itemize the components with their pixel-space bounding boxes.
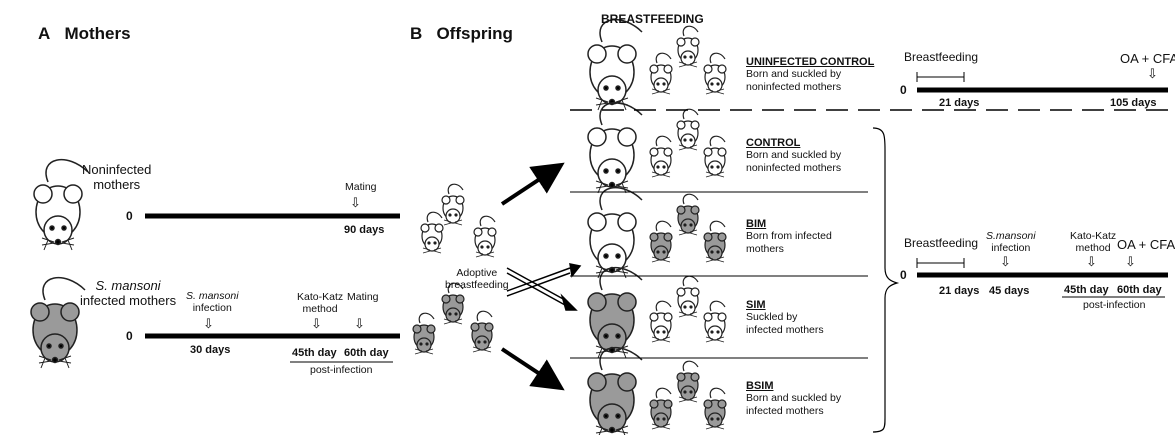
tr-oa-day: 60th day [1117, 284, 1162, 296]
tt-zero: 0 [900, 83, 907, 97]
group-desc: Born and suckled by noninfected mothers [746, 149, 842, 174]
t2-katokatz-day: 45th day [292, 347, 337, 359]
t2-mating: Mating [347, 291, 379, 303]
tr-infection-arrow: ⇩ [1000, 254, 1011, 269]
tr-oa-arrow: ⇩ [1125, 254, 1136, 269]
tr-katokatz-day: 45th day [1064, 284, 1109, 296]
t1-day: 90 days [344, 224, 385, 236]
infected-species: S. mansoni [95, 278, 161, 293]
t2-zero: 0 [126, 329, 133, 343]
tr-infection-day: 45 days [989, 285, 1030, 297]
tr-katokatz-arrow: ⇩ [1086, 254, 1097, 269]
t1-mating-arrow: ⇩ [350, 195, 361, 210]
group-brace [872, 127, 900, 433]
t1-zero: 0 [126, 209, 133, 223]
noninfected-mother-mouse [33, 158, 89, 251]
tr-katokatz: Kato-Katz method [1070, 230, 1117, 254]
section-b-title: Offspring [436, 24, 513, 43]
group-uninfected-control: UNINFECTED CONTROL Born and suckled by n… [746, 56, 874, 94]
group-title: BIM [746, 218, 767, 230]
breastfeeding-header: BREASTFEEDING [601, 12, 704, 26]
tt-oa: OA + CFA [1120, 51, 1175, 66]
section-a-title: Mothers [64, 24, 131, 43]
tr-breastfeeding: Breastfeeding [904, 236, 979, 250]
group-desc: Born and suckled by infected mothers [746, 392, 842, 417]
infected-mother-mouse [30, 276, 86, 369]
arrow-to-control [500, 162, 565, 206]
group-desc: Born from infected mothers [746, 230, 832, 255]
t2-mating-day: 60th day [344, 347, 389, 359]
tr-zero: 0 [900, 268, 907, 282]
adoptive-breastfeeding-label: Adoptive breastfeeding [445, 267, 509, 291]
tt-breastfeeding: Breastfeeding [904, 50, 979, 64]
arrow-to-bsim [500, 347, 565, 391]
infected-mothers-label: S. mansoni infected mothers [80, 278, 176, 308]
group-bim: BIM Born from infected mothers [746, 218, 836, 256]
group-title: UNINFECTED CONTROL [746, 56, 875, 68]
t2-katokatz-arrow: ⇩ [311, 316, 322, 331]
group-control: CONTROL Born and suckled by noninfected … [746, 137, 871, 175]
t2-infection-arrow: ⇩ [203, 316, 214, 331]
group-title: SIM [746, 299, 766, 311]
tr-oa: OA + CFA [1117, 237, 1175, 252]
t2-post-infection: post-infection [310, 364, 373, 376]
t2-infection-day: 30 days [190, 344, 231, 356]
group-title: BSIM [746, 380, 774, 392]
tt-oa-arrow: ⇩ [1147, 66, 1158, 81]
tr-post-infection: post-infection [1083, 299, 1146, 311]
t1-mating: Mating [345, 181, 377, 193]
group-sim: SIM Suckled by infected mothers [746, 299, 836, 337]
crossed-arrows [506, 263, 582, 311]
group-desc: Suckled by infected mothers [746, 311, 824, 336]
tt-bf-day: 21 days [939, 97, 980, 109]
group-title: CONTROL [746, 137, 801, 149]
infected-rest: infected mothers [80, 293, 177, 308]
section-a-letter: A [38, 24, 51, 43]
noninfected-mothers-label: Noninfected mothers [82, 162, 152, 192]
t2-mating-arrow: ⇩ [354, 316, 365, 331]
group-desc: Born and suckled by noninfected mothers [746, 68, 842, 93]
section-a-header: A Mothers [38, 24, 131, 44]
group-bsim: BSIM Born and suckled by infected mother… [746, 380, 871, 418]
noninfected-pups [420, 183, 497, 258]
tt-oa-day: 105 days [1110, 97, 1157, 109]
tr-bf-day: 21 days [939, 285, 980, 297]
section-b-header: B Offspring [410, 24, 513, 44]
infected-pups [412, 282, 494, 355]
t2-katokatz: Kato-Katz method [297, 291, 344, 315]
section-b-letter: B [410, 24, 423, 43]
